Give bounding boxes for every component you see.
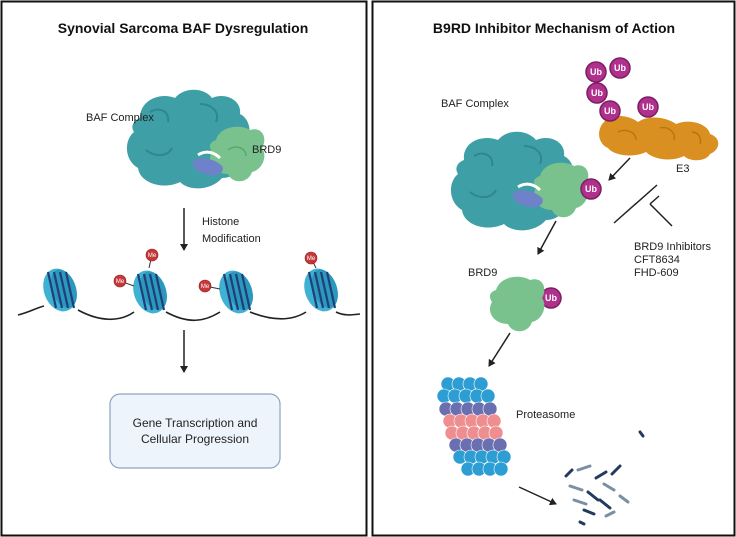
- peptide-fragment-icon: [572, 498, 588, 506]
- peptide-fragment-icon: [594, 470, 608, 480]
- ubiquitin-icon: Ub: [580, 178, 602, 200]
- methyl-mark-icon: Me: [113, 274, 127, 288]
- brd9-protein-bound: [533, 162, 589, 218]
- ub-label: Ub: [590, 67, 602, 77]
- peptide-fragment-icon: [618, 494, 630, 504]
- dna-strand: [17, 305, 361, 322]
- peptide-fragment-icon: [602, 482, 616, 492]
- peptide-fragment-icon: [598, 498, 612, 510]
- white-linker-right: [517, 182, 542, 192]
- peptide-fragment-icon: [576, 464, 592, 472]
- peptide-fragment-icon: [578, 520, 586, 526]
- inhibitor-bracket: [613, 184, 673, 227]
- peptide-fragment-icon: [582, 508, 596, 516]
- right-panel-frame: [371, 0, 736, 537]
- nucleosome: Me: [304, 251, 338, 312]
- methyl-mark-icon: Me: [304, 251, 318, 265]
- white-linker-left: [197, 150, 222, 160]
- proteasome-subunit: [496, 449, 512, 465]
- ub-label: Ub: [642, 102, 654, 112]
- e3-label: E3: [676, 163, 689, 175]
- arrow-icon: [518, 486, 557, 506]
- peptide-fragment-icon: [604, 510, 616, 518]
- blue-subunit-right: [512, 190, 543, 208]
- arrow-icon: [488, 332, 511, 367]
- ub-label: Ub: [591, 88, 603, 98]
- methyl-label: Me: [116, 279, 125, 285]
- gene-transcription-box: [109, 393, 281, 469]
- histone-label-line1: Histone: [202, 216, 239, 228]
- free-brd9-label: BRD9: [468, 267, 497, 279]
- arrow-icon: [608, 157, 631, 181]
- proteasome-subunit: [480, 388, 496, 404]
- ubiquitin-icon: Ub: [609, 57, 631, 79]
- right-panel-title: B9RD Inhibitor Mechanism of Action: [433, 20, 675, 36]
- peptide-fragments: [564, 430, 645, 526]
- ub-label: Ub: [585, 184, 597, 194]
- histone-label-line2: Modification: [202, 233, 261, 245]
- ubiquitin-icon: Ub: [585, 61, 607, 83]
- proteasome-subunit: [486, 413, 502, 429]
- peptide-fragment-icon: [564, 468, 574, 478]
- ubiquitin-icon: Ub: [637, 96, 659, 118]
- methyl-label: Me: [307, 256, 316, 262]
- proteasome-label: Proteasome: [516, 409, 575, 421]
- methyl-mark-icon: Me: [198, 279, 212, 293]
- brd9-protein-free: [489, 276, 545, 332]
- ub-label: Ub: [545, 293, 557, 303]
- inhibitor-label-2: CFT8634: [634, 254, 680, 266]
- e3-ligase: [599, 115, 719, 161]
- left-baf-label: BAF Complex: [86, 112, 154, 124]
- ub-label: Ub: [614, 63, 626, 73]
- methyl-label: Me: [148, 253, 157, 259]
- peptide-fragment-icon: [568, 484, 584, 492]
- box-text-line1: Gene Transcription and: [133, 416, 258, 430]
- brd9-protein-left: [209, 126, 265, 182]
- ub-label: Ub: [604, 106, 616, 116]
- right-baf-label: BAF Complex: [441, 98, 509, 110]
- blue-subunit-left: [192, 158, 223, 176]
- nucleosome: Me: [198, 270, 253, 314]
- inhibitor-label-1: BRD9 Inhibitors: [634, 241, 712, 253]
- arrow-icon: [537, 220, 557, 255]
- peptide-fragment-icon: [610, 464, 622, 476]
- left-brd9-label: BRD9: [252, 144, 281, 156]
- nucleosome: [43, 268, 77, 312]
- proteasome: [436, 376, 512, 477]
- peptide-fragment-icon: [586, 490, 600, 502]
- box-text-line2: Cellular Progression: [141, 432, 249, 446]
- proteasome-subunit: [493, 461, 509, 477]
- methyl-mark-icon: Me: [145, 248, 159, 262]
- peptide-fragment-icon: [638, 430, 645, 438]
- left-panel-title: Synovial Sarcoma BAF Dysregulation: [58, 20, 309, 36]
- ubiquitin-icon: Ub: [586, 82, 608, 104]
- ubiquitin-icon: Ub: [599, 100, 621, 122]
- inhibitor-label-3: FHD-609: [634, 267, 679, 279]
- methyl-label: Me: [201, 284, 210, 290]
